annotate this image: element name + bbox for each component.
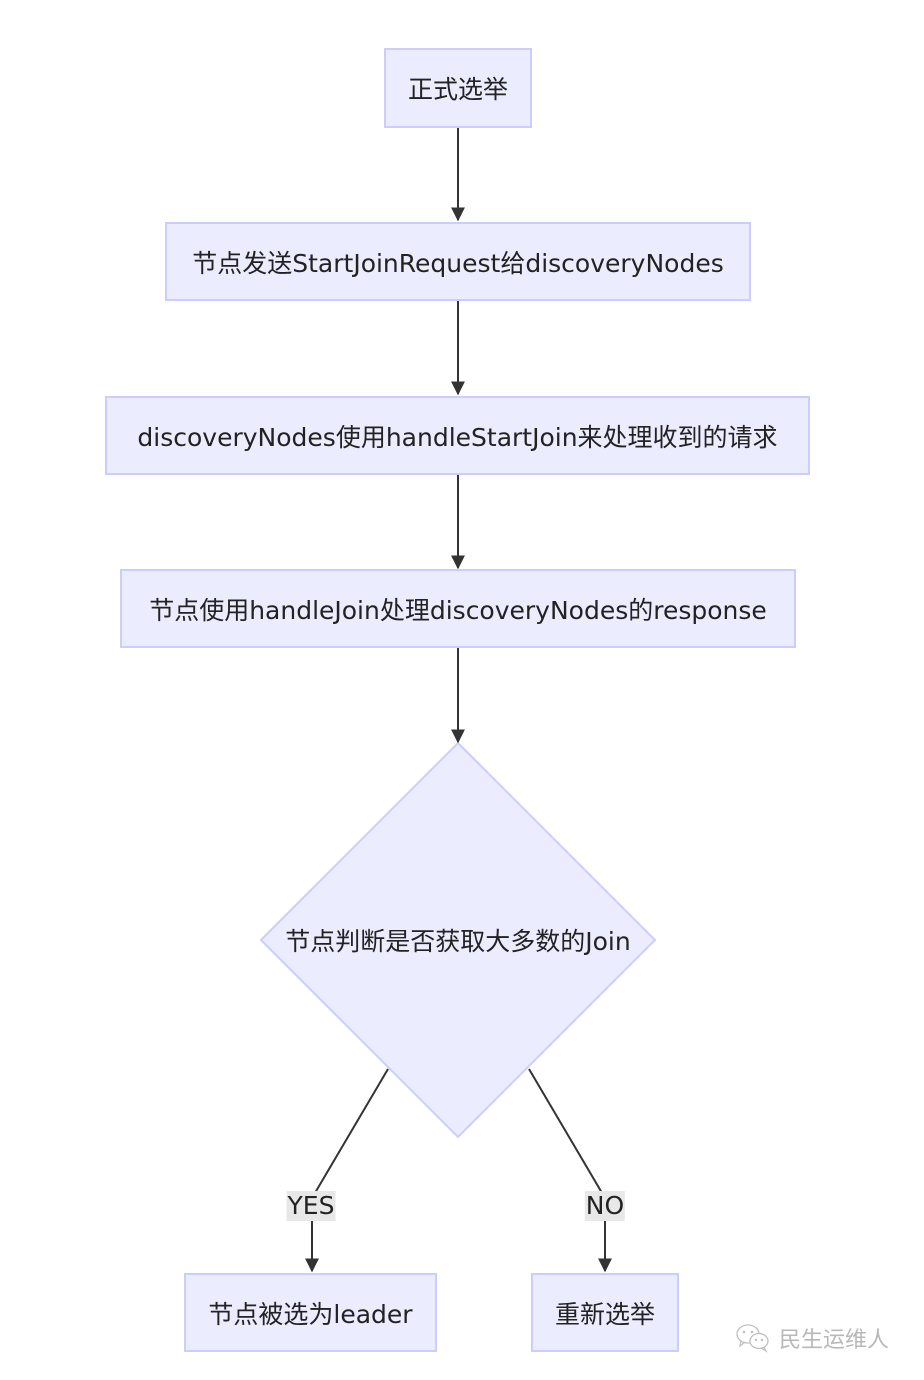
- edge-decision-yes: [305, 1068, 389, 1273]
- node-start[interactable]: 正式选举: [384, 48, 532, 128]
- node-start-label: 正式选举: [407, 75, 508, 104]
- node-handle-start-join-label: discoveryNodes使用handleStartJoin来处理收到的请求: [137, 422, 778, 452]
- node-send-request[interactable]: 节点发送StartJoinRequest给discoveryNodes: [165, 222, 751, 301]
- node-reelect[interactable]: 重新选举: [531, 1273, 679, 1352]
- watermark-text: 民生运维人: [779, 1328, 890, 1353]
- node-elected[interactable]: 节点被选为leader: [184, 1273, 437, 1352]
- node-send-request-label: 节点发送StartJoinRequest给discoveryNodes: [192, 248, 724, 278]
- node-reelect-label: 重新选举: [554, 1299, 655, 1329]
- edge-label-no: NO: [584, 1191, 626, 1221]
- decision-label: 节点判断是否获取大多数的Join: [285, 927, 631, 956]
- node-elected-label: 节点被选为leader: [208, 1299, 413, 1329]
- edge-label-yes: YES: [286, 1191, 336, 1221]
- watermark: 民生运维人: [735, 1322, 889, 1354]
- decision-diamond[interactable]: [259, 741, 657, 1139]
- edge-decision-no: [528, 1068, 612, 1273]
- node-handle-join-label: 节点使用handleJoin处理discoveryNodes的response: [149, 595, 767, 625]
- wechat-icon: [736, 1324, 769, 1353]
- node-handle-join[interactable]: 节点使用handleJoin处理discoveryNodes的response: [120, 569, 796, 648]
- node-handle-start-join[interactable]: discoveryNodes使用handleStartJoin来处理收到的请求: [105, 396, 810, 475]
